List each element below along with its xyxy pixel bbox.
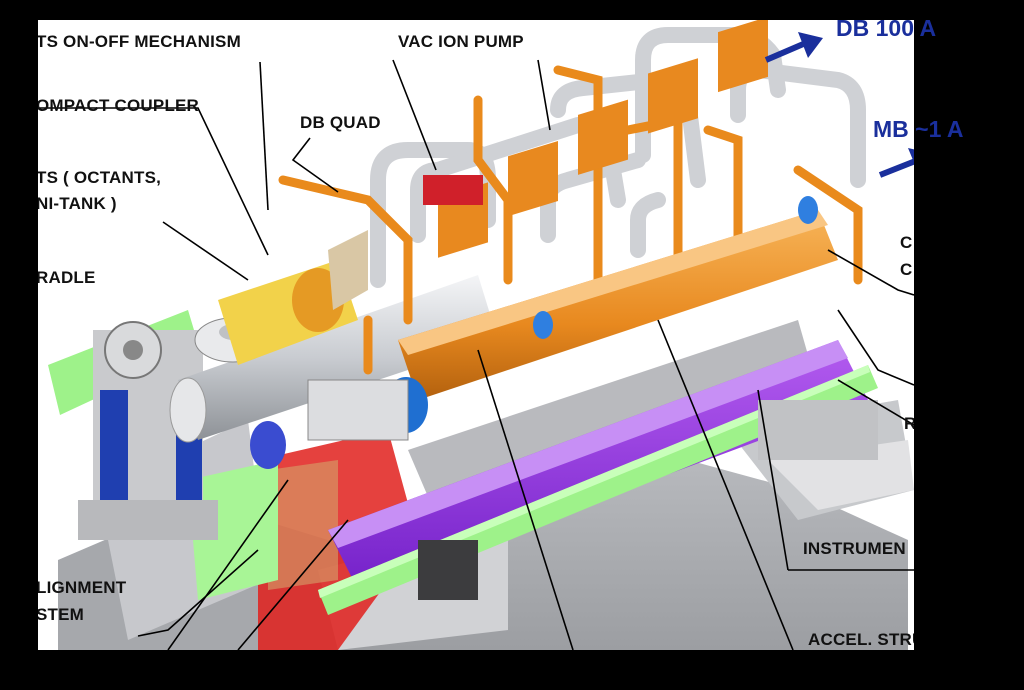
- label-r: R: [904, 414, 914, 433]
- leader-lines: [38, 59, 914, 650]
- diagram-frame: TS ON-OFF MECHANISM OMPACT COUPLER TS ( …: [38, 20, 914, 650]
- label-alignment-line1: LIGNMENT: [38, 578, 127, 597]
- purple-accel-structure: [328, 340, 868, 590]
- label-drive-beam: DB 100 A: [836, 15, 937, 41]
- label-instrumentation: INSTRUMEN: [803, 539, 906, 558]
- label-alignment-line2: STEM: [38, 605, 85, 624]
- label-octants-line1: TS ( OCTANTS,: [38, 168, 162, 187]
- label-compact-coupler: OMPACT COUPLER: [38, 96, 200, 115]
- label-db-quad: DB QUAD: [300, 113, 381, 132]
- label-octants-line2: NI-TANK ): [38, 194, 117, 213]
- label-c-lower: C: [900, 260, 913, 279]
- label-cradle: RADLE: [38, 268, 96, 287]
- vacuum-tank-pipe: [169, 230, 498, 443]
- module-3d-drawing: [38, 20, 914, 650]
- label-on-off-mechanism: TS ON-OFF MECHANISM: [38, 32, 241, 51]
- label-main-beam: MB ~1 A: [873, 116, 964, 142]
- label-c-upper: C: [900, 233, 913, 252]
- cradle-supports: [78, 321, 878, 600]
- orange-structure-blocks: [398, 20, 838, 400]
- pump-and-flanges: [250, 175, 818, 469]
- label-accel-structure: ACCEL. STRU: [808, 630, 914, 649]
- beam-arrows: [764, 32, 914, 178]
- label-vac-ion-pump: VAC ION PUMP: [398, 32, 524, 51]
